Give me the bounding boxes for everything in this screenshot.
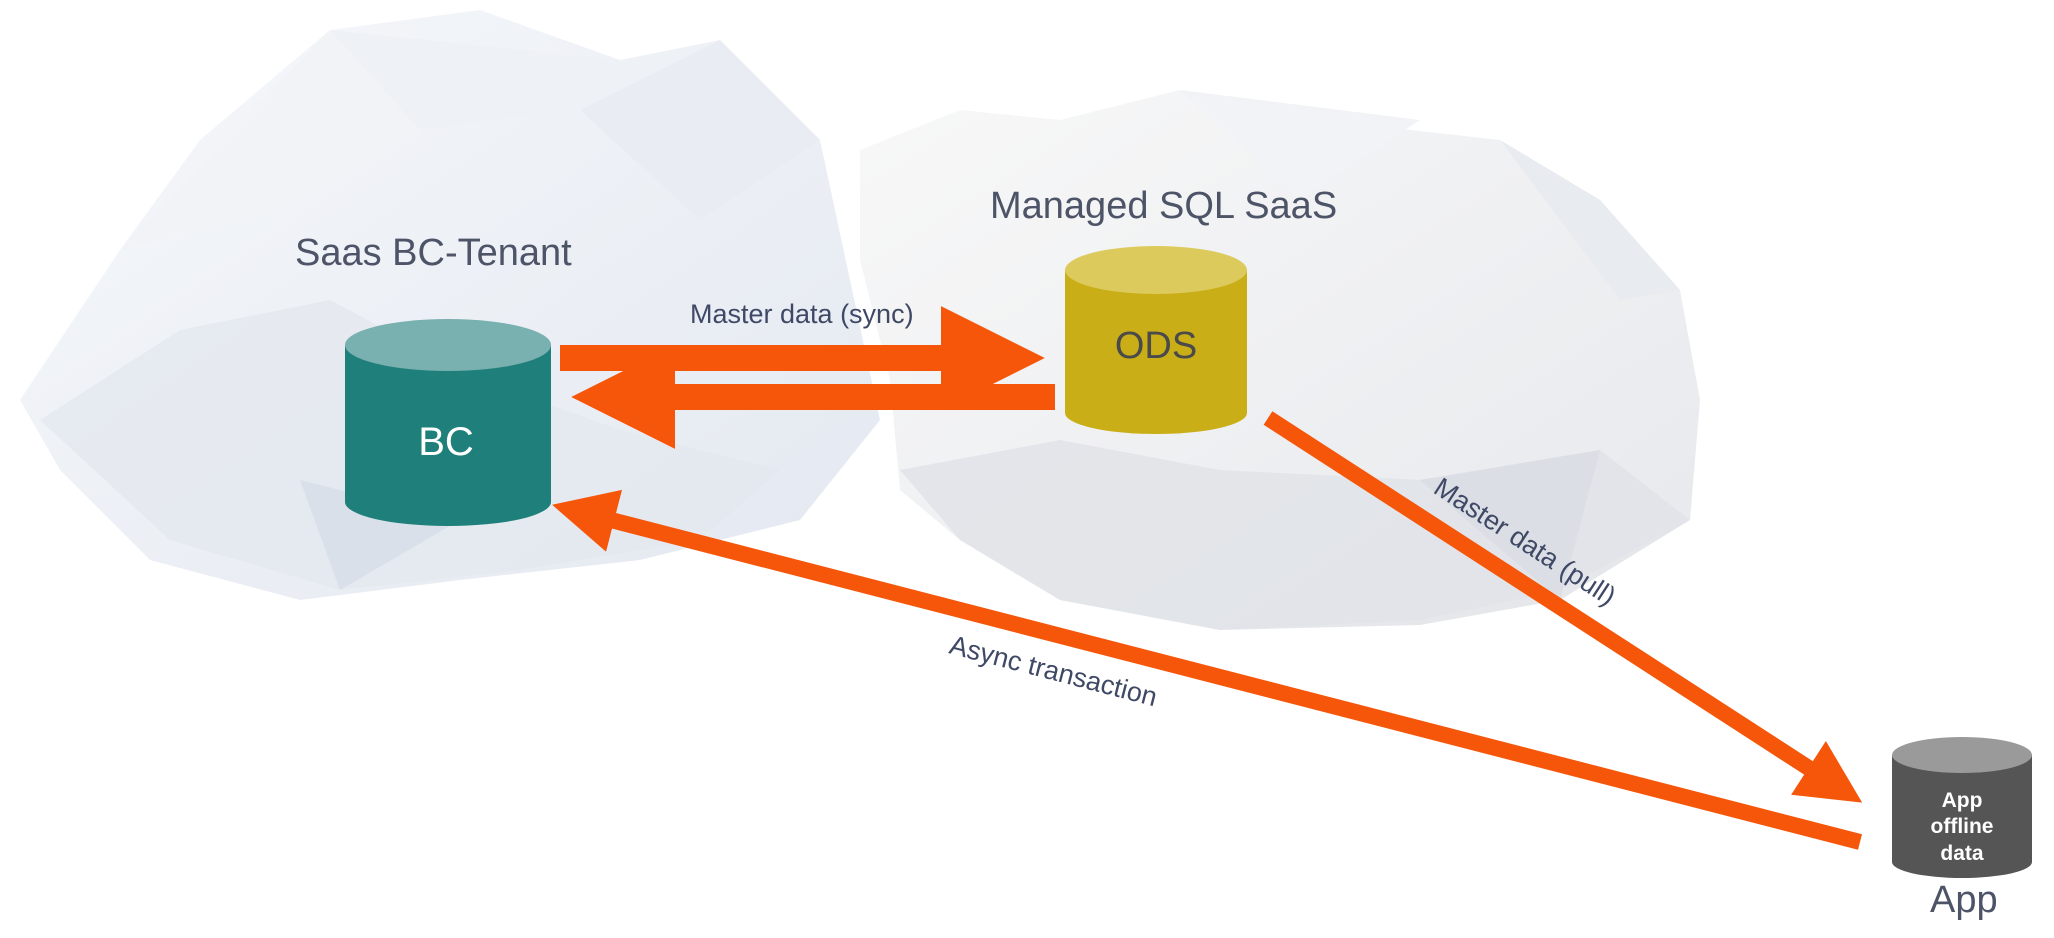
app-database: App offline data xyxy=(1892,737,2032,878)
pull-arrow xyxy=(1263,411,1863,803)
bc-database: BC xyxy=(345,319,551,526)
sync-arrows xyxy=(560,306,1055,449)
app-database-line-3: data xyxy=(1940,842,1984,865)
managed-sql-title: Managed SQL SaaS xyxy=(990,185,1337,227)
bc-tenant-title: Saas BC-Tenant xyxy=(295,232,572,274)
app-database-line-1: App xyxy=(1942,789,1983,812)
app-caption: App xyxy=(1930,879,1998,921)
ods-database-label: ODS xyxy=(1115,325,1197,367)
async-arrow xyxy=(552,489,1862,850)
managed-sql-cloud xyxy=(860,90,1700,630)
bc-database-label: BC xyxy=(418,420,474,464)
app-database-line-2: offline xyxy=(1931,815,1994,838)
sync-arrow-label: Master data (sync) xyxy=(690,299,914,329)
ods-database: ODS xyxy=(1065,246,1247,434)
